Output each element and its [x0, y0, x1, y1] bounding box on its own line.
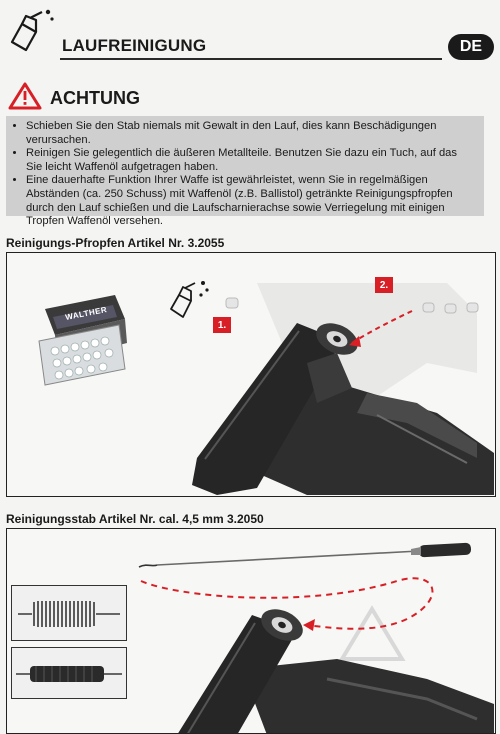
step-badge-2: 2. [375, 277, 393, 293]
oil-bottle-icon [170, 281, 209, 318]
pellet-illustration-panel: WALTHER 1. 2. [6, 252, 496, 497]
brush-inset-2 [11, 647, 127, 699]
warning-title: ACHTUNG [50, 88, 140, 108]
pellet-icon [225, 297, 239, 309]
brush-inset-1 [11, 585, 127, 641]
header-divider [60, 58, 442, 60]
cleaning-oil-icon [10, 9, 54, 52]
warning-item: Schieben Sie den Stab niemals mit Gewalt… [26, 120, 476, 147]
pellets-row-icon [422, 302, 479, 314]
section-title-pellets: Reinigungs-Pfropfen Artikel Nr. 3.2055 [6, 236, 225, 250]
page-title: LAUFREINIGUNG [62, 36, 207, 55]
step-badge-1: 1. [213, 317, 231, 333]
brass-brush-icon [12, 586, 126, 640]
cleaning-rod-illustration [138, 542, 494, 733]
warning-item: Eine dauerhafte Funktion Ihrer Waffe ist… [26, 174, 476, 228]
rod-illustration-panel [6, 528, 496, 734]
cotton-brush-icon [12, 648, 126, 698]
warning-box: Schieben Sie den Stab niemals mit Gewalt… [6, 116, 484, 227]
warning-icon [8, 82, 42, 110]
pistol-illustration [192, 283, 494, 495]
section-title-rod: Reinigungsstab Artikel Nr. cal. 4,5 mm 3… [6, 512, 264, 526]
warning-item: Reinigen Sie gelegentlich die äußeren Me… [26, 147, 476, 174]
pellet-box-illustration [38, 295, 127, 386]
language-badge: DE [448, 34, 494, 60]
